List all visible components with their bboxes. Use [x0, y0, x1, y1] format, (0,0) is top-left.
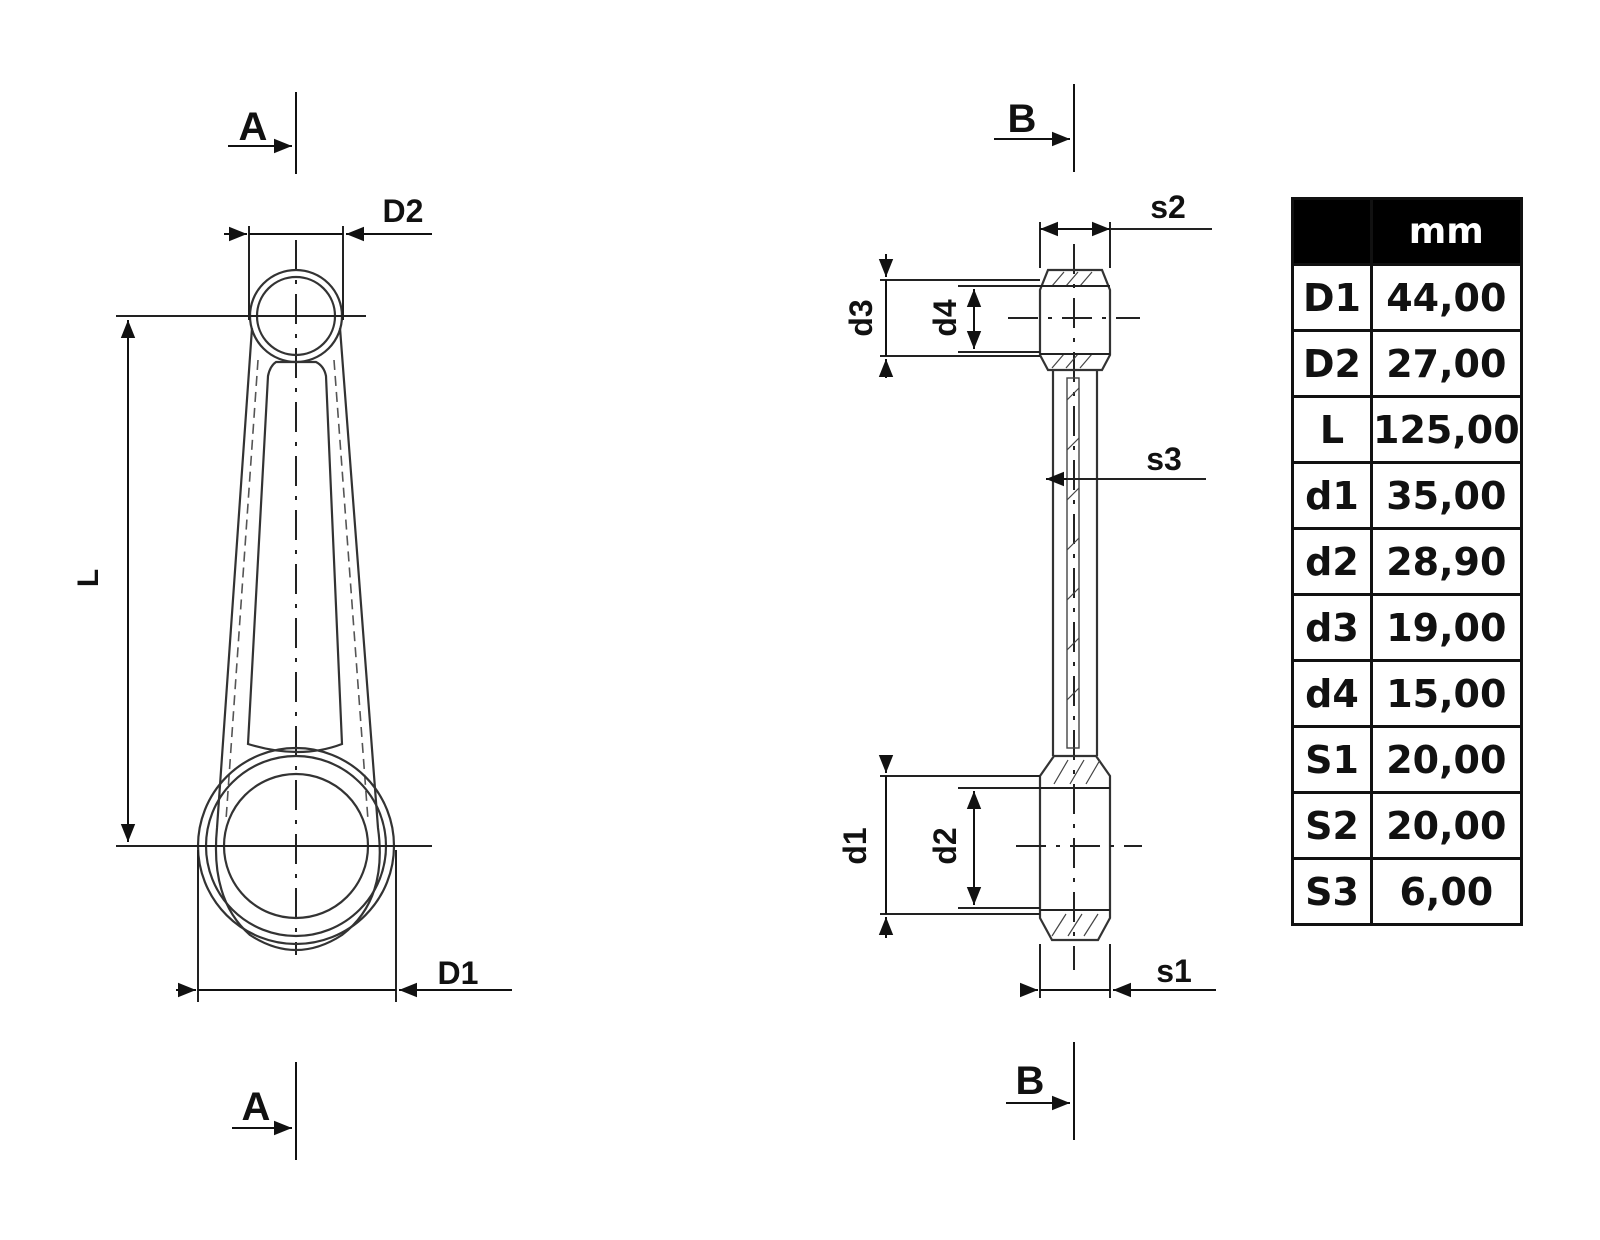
table-header-row: mm [1291, 197, 1523, 266]
table-cell-value: 15,00 [1370, 659, 1523, 728]
table-cell-name: S2 [1291, 791, 1373, 860]
table-cell-value: 27,00 [1370, 329, 1523, 398]
table-cell-name: S1 [1291, 725, 1373, 794]
table-cell-value: 20,00 [1370, 725, 1523, 794]
table-cell-value: 6,00 [1370, 857, 1523, 926]
table-cell-name: L [1291, 395, 1373, 464]
table-cell-value: 19,00 [1370, 593, 1523, 662]
section-label-a-top: A [239, 105, 268, 149]
dimension-table: mm D1 44,00 D2 27,00 L 125,00 d1 35,00 d… [1291, 197, 1523, 926]
table-header-blank [1291, 197, 1373, 266]
dim-d1-label: D1 [438, 955, 479, 991]
table-cell-value: 35,00 [1370, 461, 1523, 530]
table-cell-value: 20,00 [1370, 791, 1523, 860]
small-end-hatching [1051, 271, 1093, 369]
table-cell-name: d4 [1291, 659, 1373, 728]
dim-d2-label: D2 [383, 193, 424, 229]
front-view: L D2 D1 A A [72, 92, 512, 1160]
dim-d1s-label: d1 [837, 827, 873, 864]
big-end-hatching [1051, 759, 1101, 937]
table-cell-name: d2 [1291, 527, 1373, 596]
side-view: s2 s3 s1 d3 d4 [837, 84, 1216, 1140]
table-row: L 125,00 [1291, 395, 1523, 464]
rod-inner-edge-right [333, 359, 369, 821]
table-row: S1 20,00 [1291, 725, 1523, 794]
table-row: D2 27,00 [1291, 329, 1523, 398]
table-row: S3 6,00 [1291, 857, 1523, 926]
section-label-a-bottom: A [242, 1085, 271, 1129]
dim-d3-label: d3 [843, 299, 879, 336]
table-cell-value: 28,90 [1370, 527, 1523, 596]
table-row: D1 44,00 [1291, 263, 1523, 332]
dim-s2-label: s2 [1150, 189, 1186, 225]
table-cell-name: d3 [1291, 593, 1373, 662]
table-cell-name: S3 [1291, 857, 1373, 926]
table-header-unit: mm [1370, 197, 1523, 266]
table-cell-name: d1 [1291, 461, 1373, 530]
dim-d4-label: d4 [927, 299, 963, 337]
table-row: d2 28,90 [1291, 527, 1523, 596]
rod-pocket [246, 360, 344, 754]
table-cell-name: D2 [1291, 329, 1373, 398]
shank-web [1066, 377, 1080, 749]
dim-d2s-label: d2 [927, 827, 963, 864]
table-cell-name: D1 [1291, 263, 1373, 332]
dim-l-label: L [72, 569, 105, 587]
dim-s3-label: s3 [1146, 441, 1182, 477]
rod-outer-contour [214, 327, 381, 951]
table-cell-value: 44,00 [1370, 263, 1523, 332]
table-cell-value: 125,00 [1370, 395, 1523, 464]
section-label-b-bottom: B [1016, 1059, 1045, 1103]
dim-s1-label: s1 [1156, 953, 1192, 989]
section-label-b-top: B [1008, 97, 1037, 141]
rod-inner-edge-left [225, 359, 259, 821]
table-row: S2 20,00 [1291, 791, 1523, 860]
big-end-side [1038, 754, 1112, 942]
table-row: d3 19,00 [1291, 593, 1523, 662]
table-row: d4 15,00 [1291, 659, 1523, 728]
shank-hatching [1066, 387, 1080, 701]
table-row: d1 35,00 [1291, 461, 1523, 530]
